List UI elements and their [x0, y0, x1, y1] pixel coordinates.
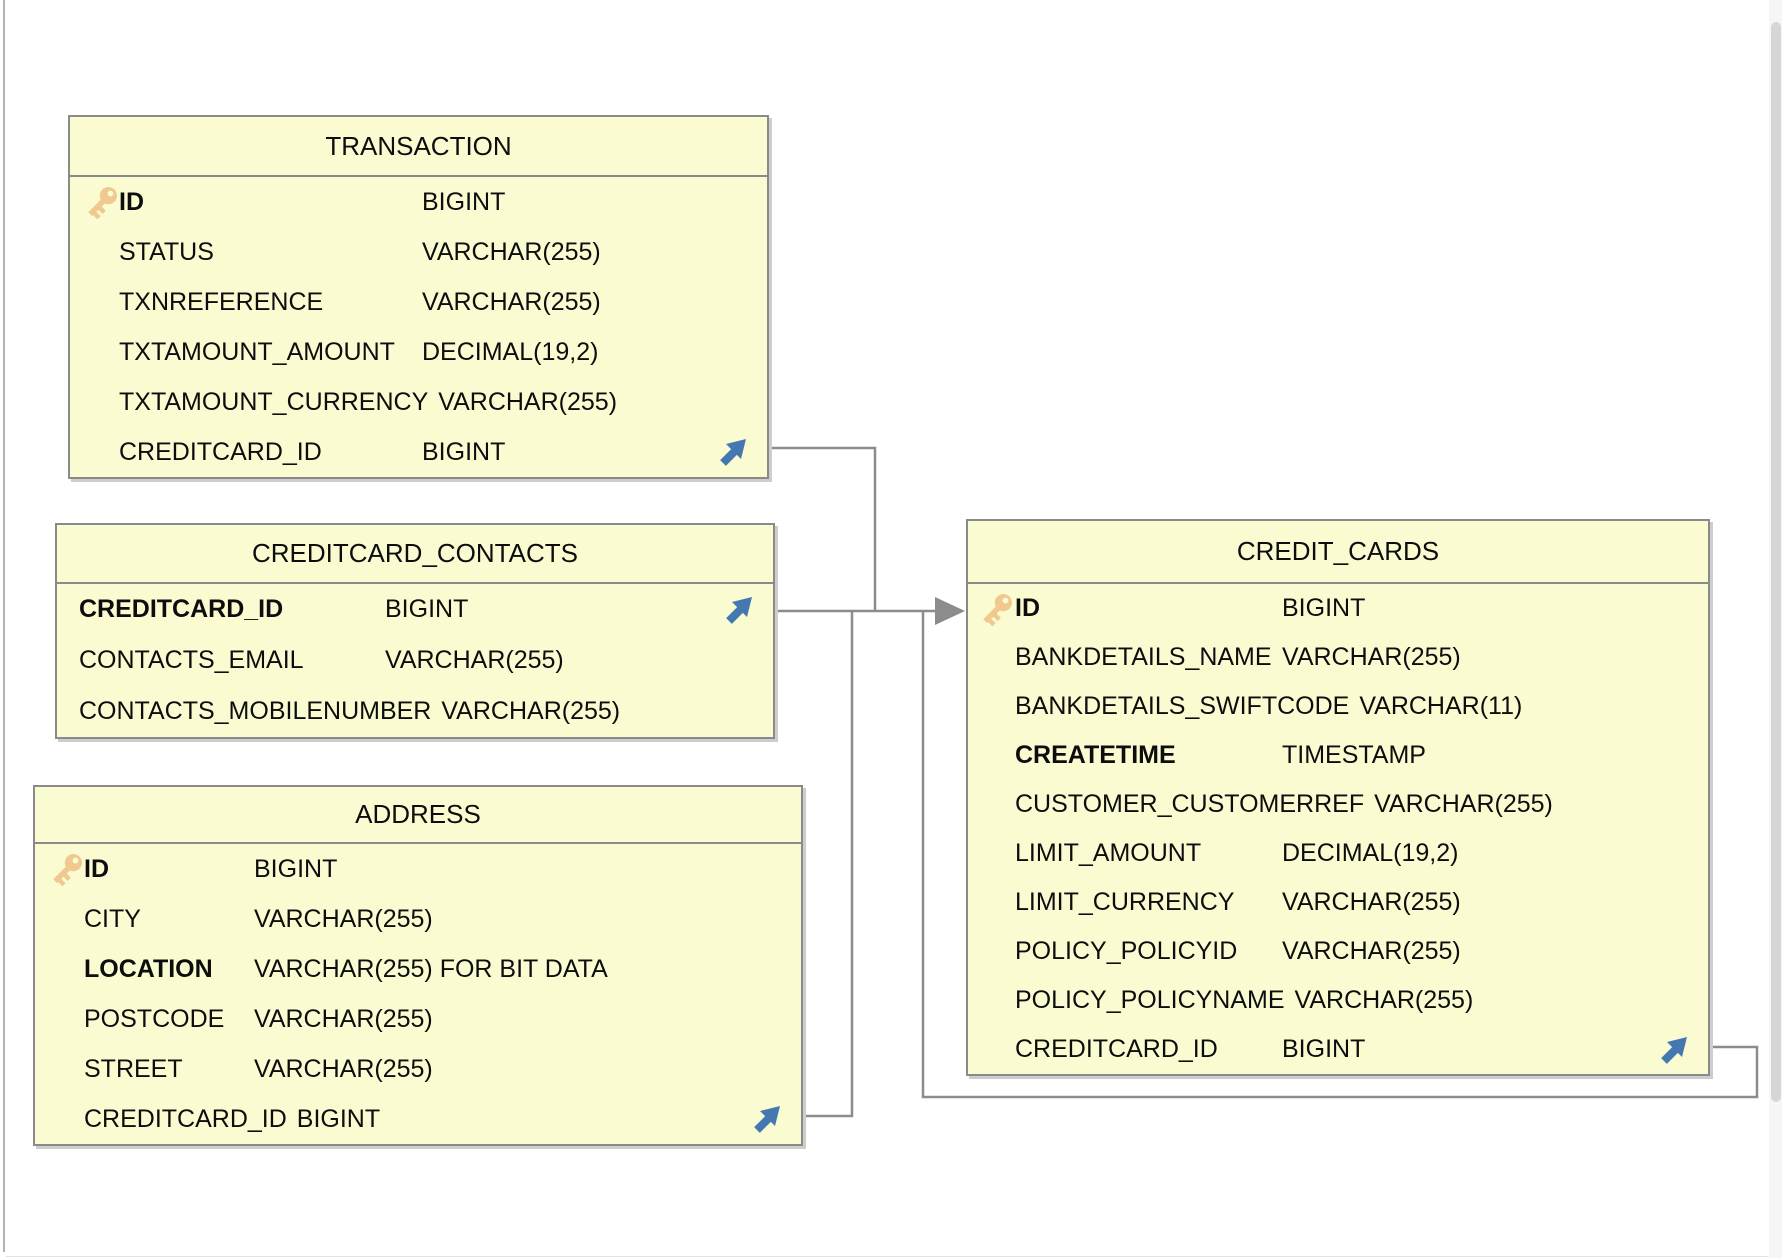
table-row[interactable]: LIMIT_CURRENCY VARCHAR(255) — [968, 878, 1708, 927]
field-name: STATUS — [119, 237, 214, 266]
field-name: TXNREFERENCE — [119, 287, 324, 316]
table-row[interactable]: ID BIGINT — [35, 844, 801, 894]
field-name: CREDITCARD_ID — [119, 437, 322, 466]
field-type: VARCHAR(255) — [438, 387, 618, 416]
field-name: BANKDETAILS_NAME — [1015, 643, 1272, 671]
vertical-scrollbar-thumb[interactable] — [1771, 22, 1781, 1102]
foreign-key-arrow-icon[interactable] — [749, 1101, 785, 1137]
table-row[interactable]: CONTACTS_MOBILENUMBER VARCHAR(255) — [57, 686, 773, 737]
connector-address-to-creditcards — [803, 611, 854, 1118]
field-type: VARCHAR(255) — [1282, 643, 1461, 671]
field-type: VARCHAR(255) — [385, 646, 564, 674]
field-name: CONTACTS_EMAIL — [79, 646, 304, 674]
table-row[interactable]: POLICY_POLICYNAME VARCHAR(255) — [968, 976, 1708, 1025]
table-row[interactable]: CITY VARCHAR(255) — [35, 894, 801, 944]
field-name: LOCATION — [84, 954, 213, 983]
foreign-key-arrow-icon[interactable] — [721, 592, 757, 628]
field-type: VARCHAR(255) — [441, 697, 621, 725]
field-type: VARCHAR(255) — [1282, 888, 1461, 916]
table-row[interactable]: TXNREFERENCE VARCHAR(255) — [70, 277, 767, 327]
canvas-left-border — [3, 0, 5, 1252]
field-type: VARCHAR(255) FOR BIT DATA — [254, 954, 608, 983]
field-type: VARCHAR(255) — [422, 237, 601, 266]
field-type: BIGINT — [422, 437, 506, 466]
field-name: CREDITCARD_ID — [79, 595, 284, 623]
field-name: CREDITCARD_ID — [84, 1104, 287, 1133]
entity-table-credit-cards[interactable]: CREDIT_CARDS ID BIGINT BANKDETAILS_NAME … — [966, 519, 1710, 1076]
table-row[interactable]: ID BIGINT — [968, 584, 1708, 633]
field-type: VARCHAR(255) — [1282, 937, 1461, 965]
table-title: TRANSACTION — [70, 117, 767, 177]
field-type: TIMESTAMP — [1282, 741, 1426, 769]
table-row[interactable]: CREDITCARD_ID BIGINT — [70, 427, 767, 477]
primary-key-icon — [70, 185, 119, 219]
field-type: DECIMAL(19,2) — [1282, 839, 1459, 867]
field-type: BIGINT — [1282, 1035, 1366, 1063]
field-name: CREDITCARD_ID — [1015, 1035, 1218, 1063]
field-name: POSTCODE — [84, 1004, 225, 1033]
table-row[interactable]: ID BIGINT — [70, 177, 767, 227]
table-row[interactable]: STREET VARCHAR(255) — [35, 1044, 801, 1094]
entity-table-address[interactable]: ADDRESS ID BIGINT CITY VARCHAR(255) LOCA… — [33, 785, 803, 1146]
table-title: ADDRESS — [35, 787, 801, 844]
canvas-bottom-border — [6, 1256, 1782, 1257]
field-name: CREATETIME — [1015, 741, 1176, 769]
primary-key-icon — [968, 591, 1015, 626]
field-name: ID — [1015, 594, 1040, 622]
table-row[interactable]: LIMIT_AMOUNT DECIMAL(19,2) — [968, 829, 1708, 878]
table-row[interactable]: TXTAMOUNT_AMOUNT DECIMAL(19,2) — [70, 327, 767, 377]
table-title: CREDIT_CARDS — [968, 521, 1708, 584]
table-row[interactable]: BANKDETAILS_NAME VARCHAR(255) — [968, 633, 1708, 682]
field-type: VARCHAR(255) — [1374, 790, 1553, 818]
table-row[interactable]: CREDITCARD_ID BIGINT — [968, 1025, 1708, 1074]
field-name: LIMIT_CURRENCY — [1015, 888, 1235, 916]
field-name: CONTACTS_MOBILENUMBER — [79, 697, 432, 725]
field-type: BIGINT — [254, 854, 338, 883]
field-name: POLICY_POLICYID — [1015, 937, 1238, 965]
field-name: ID — [84, 854, 109, 883]
field-name: TXTAMOUNT_AMOUNT — [119, 337, 395, 366]
field-type: BIGINT — [1282, 594, 1366, 622]
field-type: BIGINT — [296, 1104, 381, 1133]
table-row[interactable]: TXTAMOUNT_CURRENCY VARCHAR(255) — [70, 377, 767, 427]
field-type: VARCHAR(255) — [1294, 986, 1474, 1014]
field-type: VARCHAR(255) — [254, 1054, 433, 1083]
field-name: POLICY_POLICYNAME — [1015, 986, 1285, 1014]
field-type: VARCHAR(255) — [254, 1004, 433, 1033]
field-type: BIGINT — [422, 187, 506, 216]
table-row[interactable]: BANKDETAILS_SWIFTCODE VARCHAR(11) — [968, 682, 1708, 731]
field-type: BIGINT — [385, 595, 469, 623]
primary-key-icon — [35, 852, 84, 886]
entity-table-transaction[interactable]: TRANSACTION ID BIGINT STATUS VARCHAR(255… — [68, 115, 769, 479]
foreign-key-arrow-icon[interactable] — [715, 434, 751, 470]
field-name: LIMIT_AMOUNT — [1015, 839, 1202, 867]
field-name: ID — [119, 187, 144, 216]
field-type: VARCHAR(255) — [254, 904, 433, 933]
table-row[interactable]: POSTCODE VARCHAR(255) — [35, 994, 801, 1044]
field-type: DECIMAL(19,2) — [422, 337, 599, 366]
connector-arrowhead — [935, 597, 965, 625]
table-row[interactable]: CUSTOMER_CUSTOMERREF VARCHAR(255) — [968, 780, 1708, 829]
table-row[interactable]: STATUS VARCHAR(255) — [70, 227, 767, 277]
field-name: CUSTOMER_CUSTOMERREF — [1015, 790, 1365, 818]
table-row[interactable]: LOCATION VARCHAR(255) FOR BIT DATA — [35, 944, 801, 994]
table-row[interactable]: CREDITCARD_ID BIGINT — [35, 1094, 801, 1144]
field-type: VARCHAR(255) — [422, 287, 601, 316]
table-row[interactable]: CONTACTS_EMAIL VARCHAR(255) — [57, 635, 773, 686]
field-name: STREET — [84, 1054, 183, 1083]
field-name: TXTAMOUNT_CURRENCY — [119, 387, 429, 416]
foreign-key-arrow-icon[interactable] — [1656, 1032, 1692, 1068]
field-name: CITY — [84, 904, 141, 933]
field-type: VARCHAR(11) — [1359, 692, 1523, 720]
table-title: CREDITCARD_CONTACTS — [57, 525, 773, 584]
table-row[interactable]: CREATETIME TIMESTAMP — [968, 731, 1708, 780]
field-name: BANKDETAILS_SWIFTCODE — [1015, 692, 1350, 720]
connector-transaction-to-creditcards — [769, 446, 877, 611]
table-row[interactable]: POLICY_POLICYID VARCHAR(255) — [968, 927, 1708, 976]
entity-table-creditcard-contacts[interactable]: CREDITCARD_CONTACTS CREDITCARD_ID BIGINT… — [55, 523, 775, 739]
table-row[interactable]: CREDITCARD_ID BIGINT — [57, 584, 773, 635]
